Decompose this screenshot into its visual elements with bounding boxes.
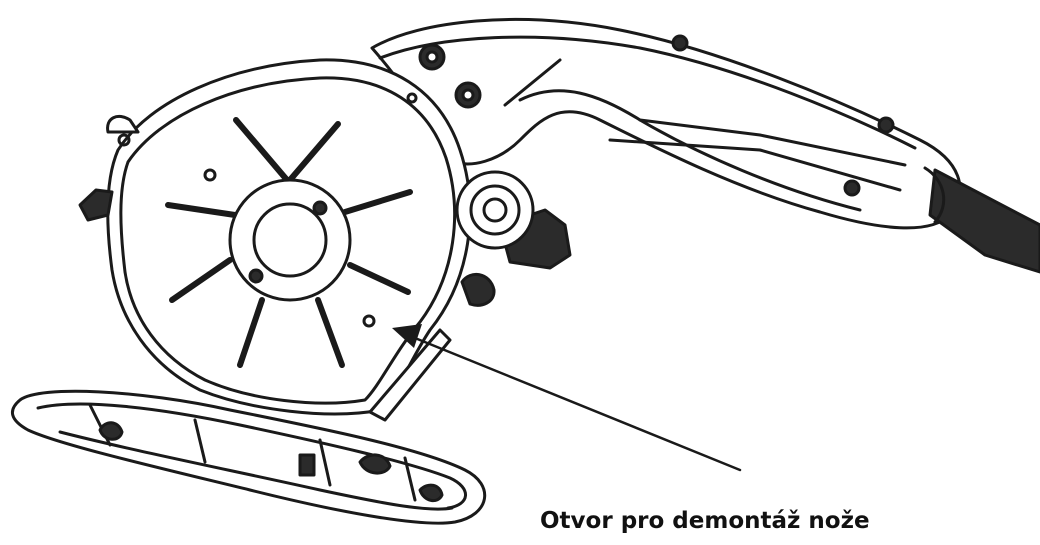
callout-label: Otvor pro demontáž nože: [540, 508, 870, 534]
blade-removal-hole: [362, 314, 376, 328]
base-plate: [11, 389, 487, 525]
hub-screw: [312, 200, 328, 216]
handle-arm: [370, 18, 962, 230]
housing-spokes: [165, 117, 413, 368]
handle-screw: [671, 34, 689, 52]
callout-arrow: [392, 324, 742, 472]
handle-screw: [843, 179, 861, 197]
side-roller: [455, 170, 572, 307]
base-strut: [368, 328, 452, 422]
hub-screw: [248, 268, 264, 284]
power-cable: [923, 166, 1040, 274]
handle-screw: [877, 116, 895, 134]
central-hub: [228, 178, 352, 302]
